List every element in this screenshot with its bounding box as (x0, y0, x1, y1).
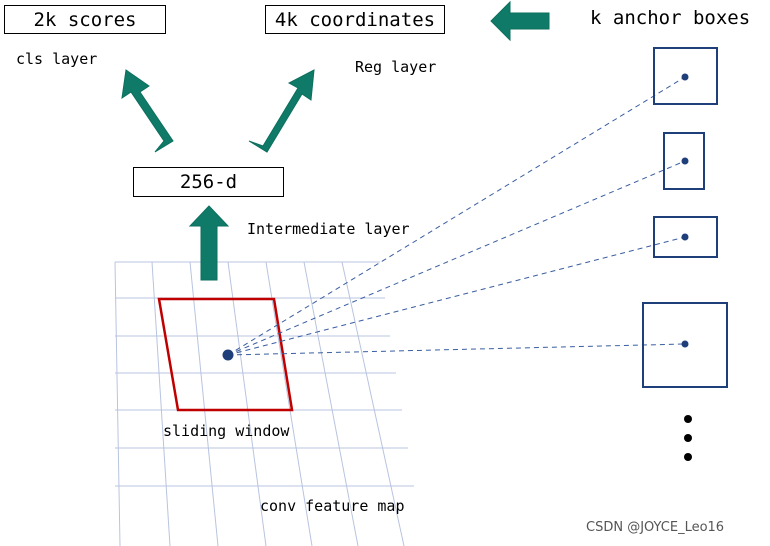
arrow-to-cls-icon (121, 69, 174, 153)
projection-lines (227, 76, 686, 356)
arrows (121, 0, 550, 281)
conv-feature-map-label: conv feature map (260, 497, 405, 515)
scores-box: 2k scores (4, 5, 166, 34)
left-arrow-icon (490, 0, 550, 42)
feature-256d-box: 256-d (133, 167, 284, 197)
reg-layer-label: Reg layer (355, 58, 437, 76)
window-center-point (222, 349, 234, 361)
anchor-box-2 (663, 132, 705, 190)
coordinates-box-label: 4k coordinates (274, 8, 436, 31)
ellipsis-dots (684, 415, 692, 461)
anchor-boxes-title: k anchor boxes (590, 7, 751, 29)
coordinates-box: 4k coordinates (265, 5, 445, 34)
feature-256d-label: 256-d (179, 171, 238, 193)
anchor-box-1 (653, 47, 718, 105)
anchor-boxes (642, 47, 728, 388)
anchor-box-4 (642, 302, 728, 388)
anchor-box-3 (653, 216, 718, 258)
up-arrow-icon (188, 205, 230, 281)
anchor-centers (681, 73, 689, 348)
arrow-to-reg-icon (248, 69, 315, 153)
sliding-window-label: sliding window (163, 422, 290, 440)
watermark: CSDN @JOYCE_Leo16 (586, 520, 725, 535)
scores-box-label: 2k scores (33, 8, 137, 31)
cls-layer-label: cls layer (16, 50, 98, 68)
intermediate-layer-label: Intermediate layer (247, 220, 410, 238)
sliding-window (157, 297, 294, 412)
